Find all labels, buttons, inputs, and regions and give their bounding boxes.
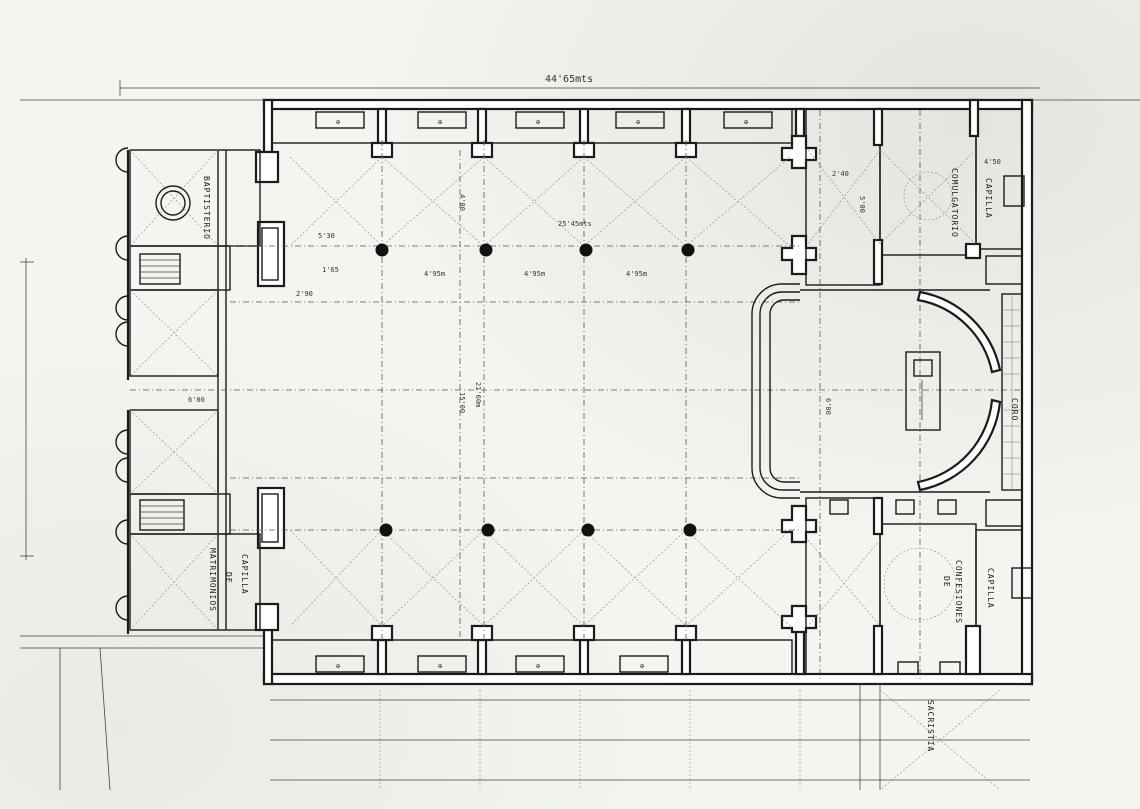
capilla-top-label: CAPILLA [984, 178, 993, 219]
coro-label: CORO [1010, 398, 1019, 421]
column-icon [375, 243, 389, 257]
nave-columns [375, 243, 697, 537]
baptisterio-label: BAPTISTERIO [202, 176, 211, 240]
overall-dimension: 44'65mts [20, 74, 1140, 101]
capilla-matrimonios-label: CAPILLA [240, 554, 249, 595]
column-icon [681, 243, 695, 257]
dim-530: 5'30 [318, 232, 335, 240]
overall-width-label: 44'65mts [545, 74, 593, 85]
sacristia-annex: SACRISTIA [270, 684, 1030, 791]
dim-495-c: 4'95m [626, 270, 647, 278]
column-icon [581, 523, 595, 537]
dim-165: 1'65 [322, 266, 339, 274]
dim-600b: 6'00 [824, 398, 832, 415]
capilla-bottom-label: CAPILLA [986, 568, 995, 609]
south-east-rooms: CONFESIONES DE CAPILLA [805, 496, 1033, 676]
pilasters [370, 134, 818, 642]
dim-290: 2'90 [296, 290, 313, 298]
confesiones-label: CONFESIONES [954, 560, 963, 624]
dim-1500: 15'00 [458, 392, 466, 413]
dim-nave-length: 21'60m [474, 382, 482, 407]
left-margin-line [20, 258, 265, 649]
cross-icon: ✠ [438, 662, 442, 670]
dim-600: 6'00 [188, 396, 205, 404]
top-side-chapels: ✠ ✠ ✠ ✠ ✠ [271, 107, 806, 145]
comulgatorio-label: COMULGATORIO [950, 168, 959, 238]
dim-495-a: 4'95m [424, 270, 445, 278]
construction-lines-bottom [59, 647, 801, 791]
cross-icon: ✠ [438, 118, 442, 126]
nave-vault-lines [289, 156, 791, 627]
column-icon [479, 243, 493, 257]
column-icon [379, 523, 393, 537]
dim-495-b: 4'95m [524, 270, 545, 278]
apse: CORO [751, 255, 1023, 527]
cross-icon: ✠ [744, 118, 748, 126]
column-icon [683, 523, 697, 537]
cross-icon: ✠ [336, 118, 340, 126]
matrimonios-label: MATRIMONIOS [208, 548, 217, 612]
north-east-rooms: COMULGATORIO CAPILLA [805, 98, 1025, 286]
cross-icon: ✠ [536, 118, 540, 126]
left-annex [115, 147, 261, 634]
sacristia-label: SACRISTIA [926, 700, 935, 752]
dim-500: 5'00 [858, 196, 866, 213]
outer-walls [262, 98, 1034, 686]
stairs-south [139, 499, 185, 531]
dim-450: 4'50 [984, 158, 1001, 166]
cross-icon: ✠ [640, 662, 644, 670]
cross-icon: ✠ [336, 662, 340, 670]
cross-icon: ✠ [636, 118, 640, 126]
dimension-labels: 5'30 1'65 4'95m 4'95m 4'95m 25'45mts 21'… [188, 158, 1001, 415]
de-matrimonios-label: DE [224, 572, 233, 584]
stairs-north [139, 253, 181, 285]
column-icon [481, 523, 495, 537]
dim-inner-width: 25'45mts [558, 220, 592, 228]
dim-400: 4'00 [458, 194, 466, 211]
column-icon [579, 243, 593, 257]
cross-icon: ✠ [536, 662, 540, 670]
bottom-side-chapels: ✠ ✠ ✠ ✠ [271, 628, 806, 676]
dim-240: 2'40 [832, 170, 849, 178]
baptismal-font-icon [155, 185, 191, 221]
de-confesiones-label: DE [942, 576, 951, 588]
axis-lines [130, 110, 1020, 680]
